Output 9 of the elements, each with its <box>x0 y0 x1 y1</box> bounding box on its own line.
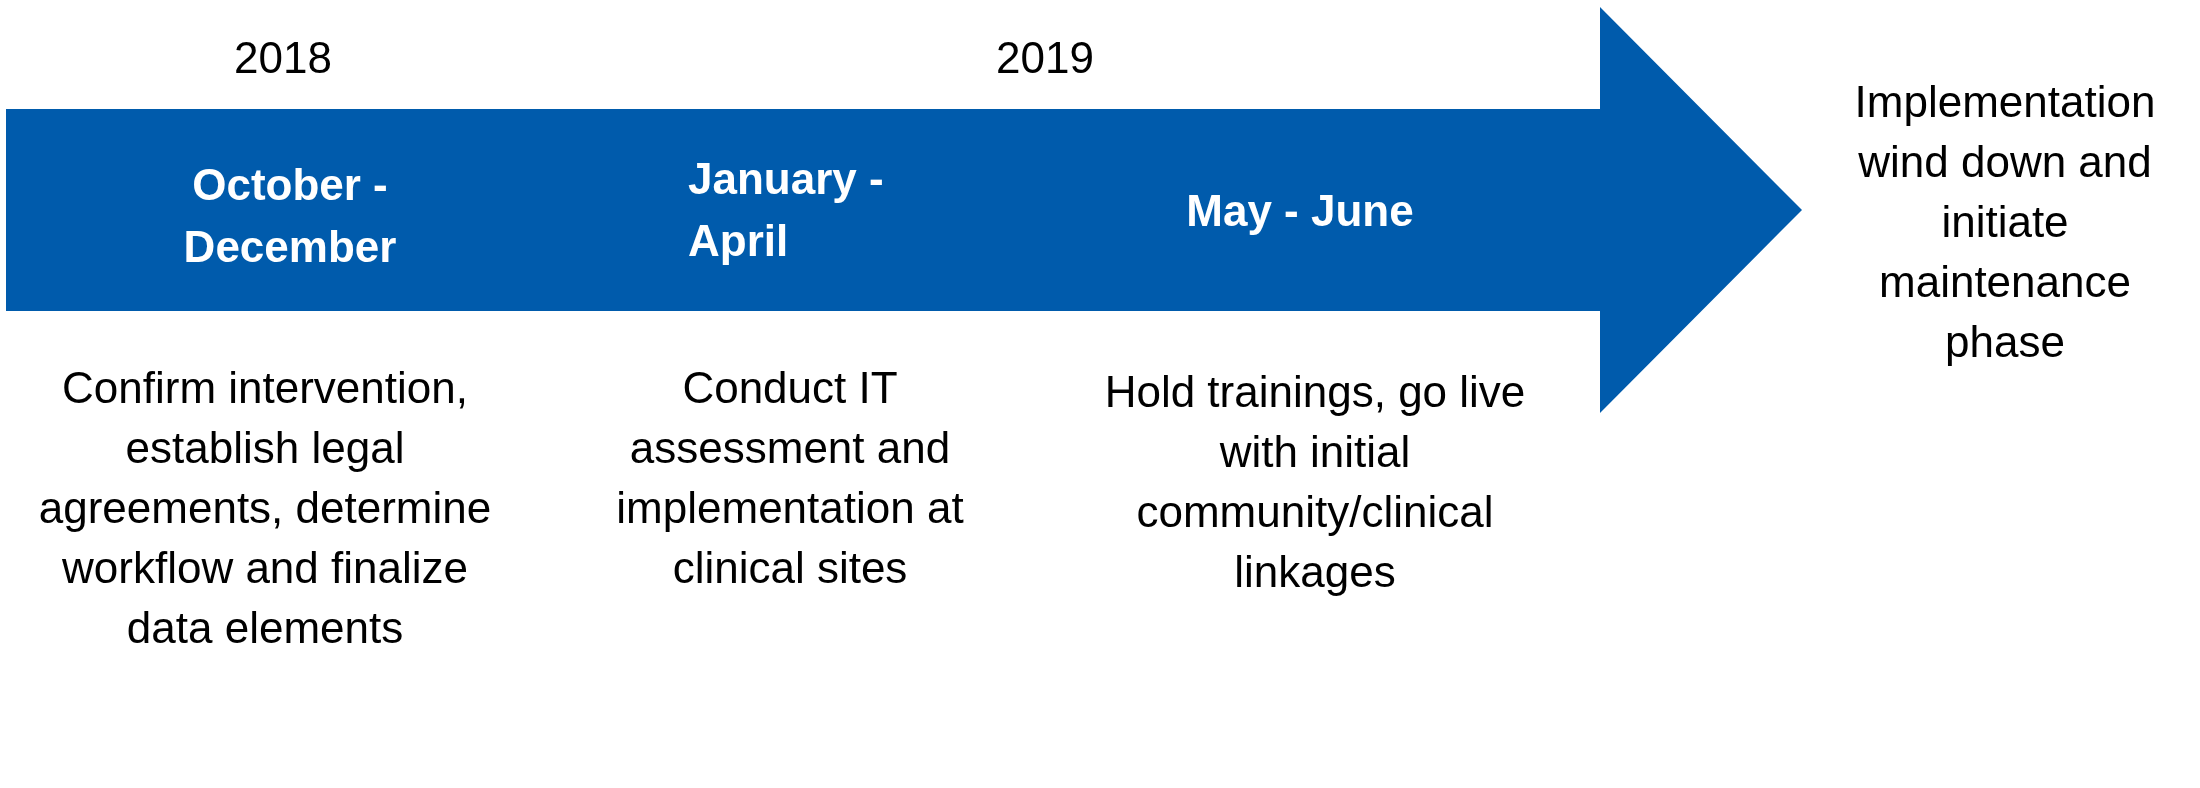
description-text: Confirm intervention, establish legal agreements, determine workflow and finalize data elements <box>37 362 493 654</box>
description-text: Hold trainings, go live with initial community/clinical linkages <box>1103 366 1527 598</box>
description-text: Conduct IT assessment and implementation at clinical sites <box>615 362 965 594</box>
period-label: January - April <box>688 153 885 267</box>
phase-text: Implementation wind down and initiate maintenance phase <box>1853 76 2157 368</box>
period-label: May - June <box>1185 185 1415 237</box>
year-label: 2018 <box>233 32 333 84</box>
period-label: October - December <box>182 159 398 273</box>
year-label: 2019 <box>995 32 1095 84</box>
